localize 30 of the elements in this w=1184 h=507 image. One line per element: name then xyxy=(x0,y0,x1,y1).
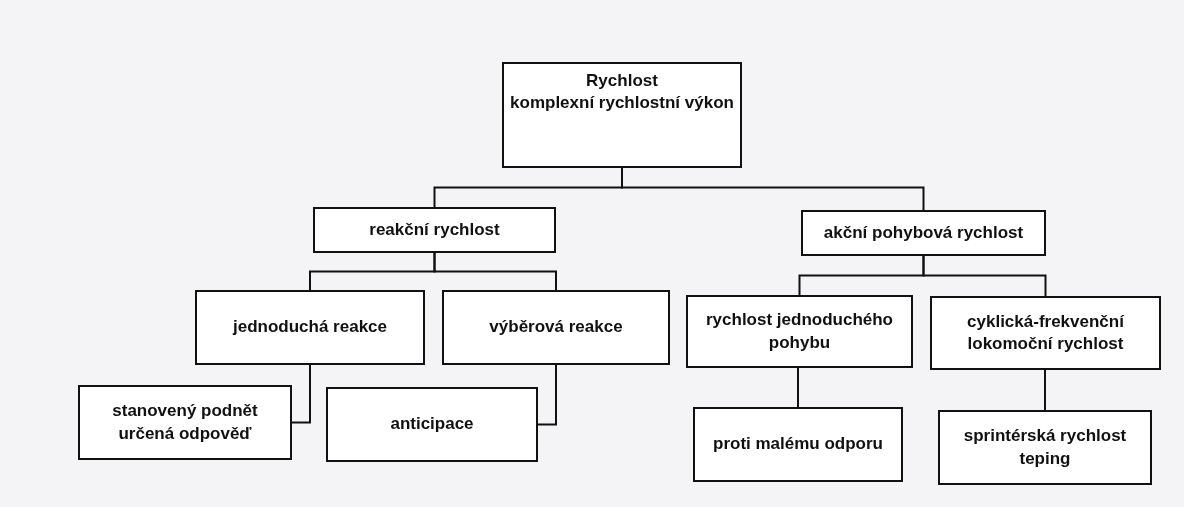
box-text: sprintérská rychlost teping xyxy=(962,425,1128,470)
category-box xyxy=(78,385,292,460)
category-box xyxy=(313,207,556,253)
category-box xyxy=(686,295,913,368)
connector-line xyxy=(797,367,799,408)
box-text: cyklická-frekvenční lokomoční rychlost xyxy=(966,310,1126,355)
connector-line xyxy=(1044,369,1046,411)
category-box xyxy=(938,410,1152,485)
category-box xyxy=(930,296,1161,370)
category-box xyxy=(195,290,425,365)
connector-line xyxy=(433,252,557,291)
category-box xyxy=(801,210,1046,256)
box-text: rychlost jednoduchého pohybu xyxy=(705,309,894,354)
box-text: reakční rychlost xyxy=(369,218,500,241)
box-text: výběrová reakce xyxy=(489,316,623,339)
box-text: stanovený podnět určená odpověď xyxy=(111,400,259,445)
category-box xyxy=(693,407,903,482)
connector-line xyxy=(621,167,925,211)
connector-line xyxy=(291,364,311,424)
category-box xyxy=(326,387,538,462)
category-box xyxy=(442,290,670,365)
connector-line xyxy=(922,255,1047,297)
box-text: komplexní rychlostní výkon xyxy=(510,92,734,115)
category-box xyxy=(502,62,742,168)
box-text: akční pohybová rychlost xyxy=(823,221,1024,244)
box-text: jednoduchá reakce xyxy=(233,316,387,339)
box-heading: Rychlost xyxy=(586,70,658,92)
box-text: proti malému odporu xyxy=(713,433,883,456)
connector-line xyxy=(537,364,557,426)
box-text: anticipace xyxy=(390,413,474,436)
